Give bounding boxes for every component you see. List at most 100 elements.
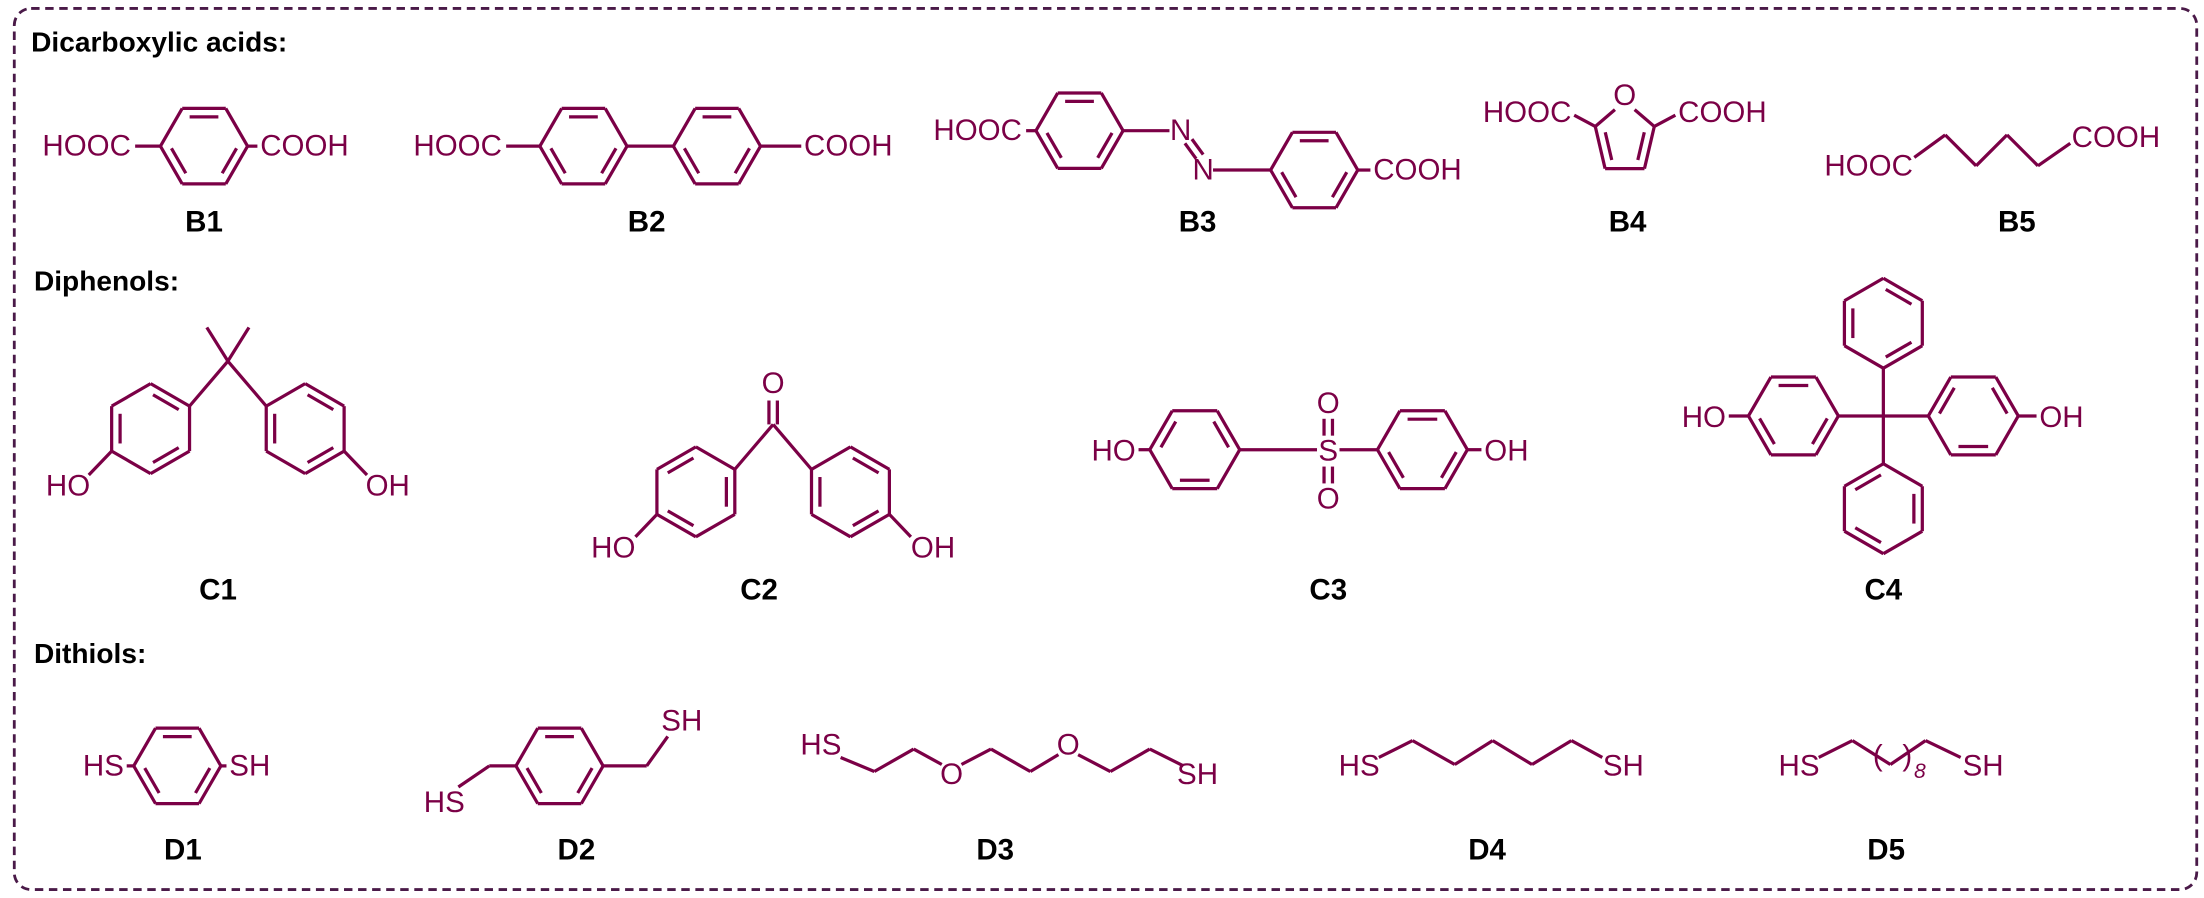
ring-bond bbox=[1443, 448, 1469, 490]
double-bond-line bbox=[1758, 417, 1776, 445]
compound-label-d5: D5 bbox=[1867, 834, 1905, 867]
compound-c2: O HO OH C2 bbox=[591, 367, 955, 607]
chain-bond bbox=[839, 755, 875, 774]
double-bond-line bbox=[666, 509, 695, 528]
ring-bond bbox=[1215, 409, 1242, 451]
compound-d5: HS ( ) 8 SH D5 bbox=[1779, 740, 2004, 867]
bond bbox=[226, 360, 268, 408]
compound-label-d3: D3 bbox=[976, 834, 1014, 867]
ring-bond bbox=[810, 512, 852, 539]
compound-label-c2: C2 bbox=[740, 574, 778, 607]
double-bond-line bbox=[600, 147, 618, 175]
compound-b4: HOOC O COOH B4 bbox=[1483, 79, 1767, 238]
ring-bond bbox=[159, 107, 184, 147]
ring-bond bbox=[304, 382, 345, 408]
ring-bond bbox=[1443, 409, 1469, 451]
chain-bond bbox=[873, 747, 915, 773]
double-bond-line bbox=[306, 446, 335, 464]
ring-bond bbox=[265, 449, 306, 475]
ring-bond bbox=[1747, 376, 1773, 417]
ring-bond bbox=[1882, 529, 1924, 556]
atom-label: O bbox=[1317, 482, 1340, 515]
double-bond-line bbox=[170, 147, 188, 175]
ring-bond bbox=[1843, 529, 1885, 556]
double-bond-line bbox=[852, 456, 880, 475]
ring-bond bbox=[671, 145, 697, 185]
ring-bond bbox=[1215, 448, 1242, 490]
ring-bond bbox=[810, 445, 852, 471]
ring-bond bbox=[671, 107, 697, 147]
atom-label: COOH bbox=[260, 130, 349, 163]
compound-label-d4: D4 bbox=[1468, 834, 1506, 867]
compound-b1: HOOC COOH B1 bbox=[42, 130, 348, 239]
compound-label-b5: B5 bbox=[1998, 206, 2036, 239]
atom-label: COOH bbox=[1373, 154, 1462, 187]
atom-label: SH bbox=[1603, 749, 1644, 782]
double-bond-line bbox=[549, 147, 567, 175]
ring-bond bbox=[149, 449, 191, 475]
atom-label: HO bbox=[1682, 401, 1726, 434]
ring-bond bbox=[149, 382, 191, 408]
compound-d2: HS SH D2 bbox=[424, 704, 702, 866]
repeat-bracket-close: ) bbox=[1902, 740, 1912, 773]
bond bbox=[1183, 142, 1198, 160]
compound-label-b3: B3 bbox=[1179, 206, 1217, 239]
chain-bond bbox=[1077, 753, 1112, 773]
atom-label: O bbox=[1317, 387, 1340, 420]
ring-bond bbox=[737, 107, 762, 147]
ring-bond bbox=[1926, 376, 1953, 417]
chain-bond bbox=[1944, 133, 1978, 167]
ring-bond bbox=[695, 445, 736, 471]
chain-bond bbox=[1109, 747, 1151, 773]
compound-b3: HOOC N N COOH B3 bbox=[933, 114, 1461, 238]
compound-label-b2: B2 bbox=[628, 206, 666, 239]
ring-bond bbox=[224, 107, 249, 147]
double-bond-line bbox=[194, 767, 212, 794]
chain-bond bbox=[1453, 739, 1494, 766]
chain-bond bbox=[1851, 739, 1892, 766]
chain-bond bbox=[1029, 753, 1060, 773]
compound-d3: HS O O SH D3 bbox=[800, 728, 1218, 866]
atom-label: HS bbox=[424, 786, 465, 819]
chain-bond bbox=[1411, 739, 1456, 766]
atom-label: HS bbox=[1779, 749, 1820, 782]
atom-label: OH bbox=[1484, 435, 1528, 468]
atom-label: OH bbox=[2039, 401, 2083, 434]
chain-bond bbox=[1570, 739, 1604, 759]
ring-bond bbox=[1994, 415, 2020, 456]
ring-bond bbox=[1148, 409, 1174, 451]
repeat-count: 8 bbox=[1914, 760, 1926, 783]
ring-bond bbox=[1814, 415, 1840, 456]
section-title-diphenols: Diphenols: bbox=[34, 266, 179, 297]
ring-bond bbox=[538, 145, 564, 185]
ring-bond bbox=[132, 727, 157, 767]
atom-label: S bbox=[1318, 435, 1338, 468]
double-bond-line bbox=[1280, 171, 1298, 198]
double-bond-line bbox=[306, 393, 335, 412]
compound-label-d1: D1 bbox=[164, 834, 202, 867]
bond-layer bbox=[87, 91, 2072, 806]
bond bbox=[1642, 126, 1656, 170]
ring-bond bbox=[1843, 276, 1885, 303]
atom-label: N bbox=[1193, 154, 1214, 187]
ring-bond bbox=[1334, 169, 1360, 209]
atom-label: OH bbox=[911, 532, 955, 565]
ring-bond bbox=[1994, 376, 2020, 417]
compound-label-b4: B4 bbox=[1609, 206, 1647, 239]
double-bond-line bbox=[666, 456, 695, 475]
atom-label: HS bbox=[800, 728, 841, 761]
section-title-dithiols: Dithiols: bbox=[34, 638, 146, 669]
ring-bond bbox=[1376, 448, 1402, 490]
bond bbox=[888, 513, 913, 538]
double-bond-line bbox=[1096, 132, 1114, 159]
double-bond-line bbox=[152, 446, 180, 464]
atom-label: SH bbox=[1963, 749, 2004, 782]
double-bond-line bbox=[1938, 387, 1956, 415]
double-bond-line bbox=[1440, 451, 1458, 479]
chain-bond bbox=[1817, 739, 1854, 759]
ring-bond bbox=[1843, 344, 1885, 370]
section-title-dicarboxylic-acids: Dicarboxylic acids: bbox=[31, 27, 287, 58]
ring-bond bbox=[1034, 92, 1060, 132]
compound-label-d2: D2 bbox=[558, 834, 596, 867]
atom-label: HS bbox=[1339, 749, 1380, 782]
